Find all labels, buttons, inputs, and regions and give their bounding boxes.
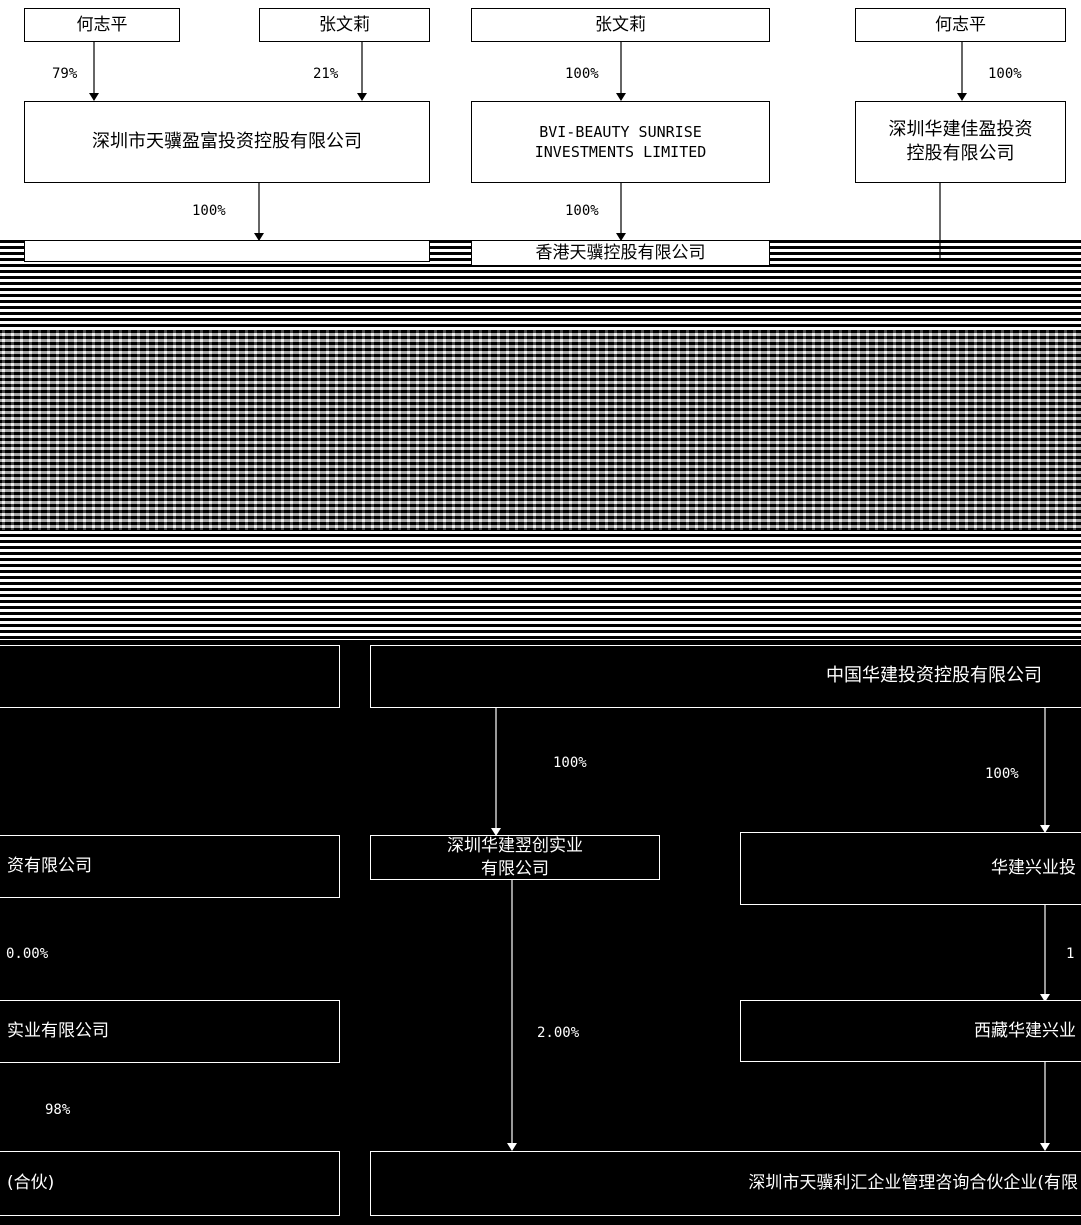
pct-100-yichuang: 100% <box>553 755 587 771</box>
pct-1-partial: 1 <box>1066 946 1075 962</box>
shareholder-he-zhiping-left: 何志平 <box>24 8 180 42</box>
node-huajian-yichuang: 深圳华建翌创实业 有限公司 <box>370 835 660 880</box>
node-partial-shiye: 实业有限公司 <box>0 1000 340 1063</box>
node-tianji-lihui-partnership: 深圳市天骥利汇企业管理咨询合伙企业(有限 <box>370 1151 1081 1216</box>
pct-79: 79% <box>52 66 78 82</box>
node-china-huajian: 中国华建投资控股有限公司 <box>370 645 1081 708</box>
scan-artifact-band <box>0 240 1081 640</box>
pct-100-bvi: 100% <box>565 66 599 82</box>
node-xizang-huajian-xingye: 西藏华建兴业 <box>740 1000 1081 1062</box>
node-partial-left <box>24 240 430 262</box>
node-partial-investment: 资有限公司 <box>0 835 340 898</box>
node-tianji-yingfu: 深圳市天骥盈富投资控股有限公司 <box>24 101 430 183</box>
node-huajian-jiaying: 深圳华建佳盈投资 控股有限公司 <box>855 101 1066 183</box>
shareholder-he-zhiping-right: 何志平 <box>855 8 1066 42</box>
shareholder-zhang-wenli-mid: 张文莉 <box>471 8 770 42</box>
inverted-region <box>0 640 1081 1225</box>
pct-100-jiaying: 100% <box>988 66 1022 82</box>
scan-artifact-overlay <box>0 330 1081 530</box>
node-partial-partnership: (合伙) <box>0 1151 340 1216</box>
pct-2-00: 2.00% <box>537 1025 580 1041</box>
shareholder-zhang-wenli-left: 张文莉 <box>259 8 430 42</box>
node-hk-tianji: 香港天骥控股有限公司 <box>471 240 770 266</box>
pct-100-tianji: 100% <box>192 203 226 219</box>
pct-100-hk: 100% <box>565 203 599 219</box>
pct-100-xingye: 100% <box>985 766 1019 782</box>
pct-98: 98% <box>45 1102 71 1118</box>
node-huajian-xingye-invest: 华建兴业投 <box>740 832 1081 905</box>
node-partial-upper-left <box>0 645 340 708</box>
pct-21: 21% <box>313 66 339 82</box>
pct-00-00: 0.00% <box>6 946 49 962</box>
node-bvi-beauty-sunrise: BVI-BEAUTY SUNRISE INVESTMENTS LIMITED <box>471 101 770 183</box>
